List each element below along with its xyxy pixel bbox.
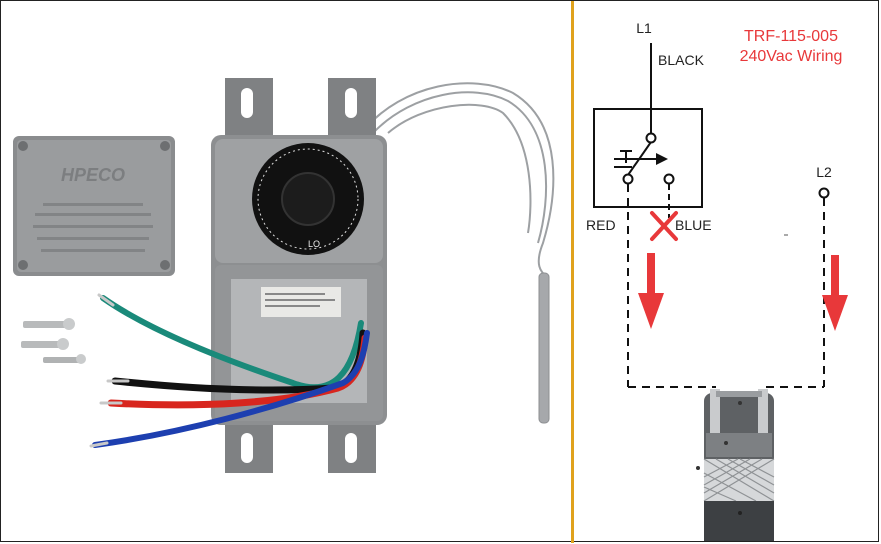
current-arrow-right-icon	[822, 255, 848, 331]
screws	[21, 318, 86, 364]
panel-divider	[571, 1, 574, 543]
diagram-title-line1: TRF-115-005	[744, 28, 838, 45]
switch-red-terminal	[622, 173, 634, 185]
blue-wire-cut-x-icon	[650, 211, 678, 241]
diagram-title-line2: 240Vac Wiring	[740, 48, 843, 65]
cover-plate: HPECO	[13, 136, 175, 276]
mounting-ears	[225, 78, 376, 473]
label-red: RED	[586, 217, 616, 233]
cover-brand-text: HPECO	[61, 165, 125, 185]
label-black: BLACK	[658, 52, 705, 68]
lead-wires	[89, 293, 370, 448]
label-l1: L1	[636, 20, 652, 36]
switch-top-terminal	[645, 132, 657, 144]
heat-cable-image	[696, 389, 775, 541]
switch-blue-terminal	[663, 173, 675, 185]
thermo-actuator-symbol	[614, 150, 668, 168]
temperature-dial: LO	[252, 143, 364, 255]
wiring-diagram: TRF-115-005 240Vac Wiring L1 BLACK RED	[576, 3, 878, 541]
switch-box	[593, 108, 703, 208]
label-l2: L2	[816, 164, 832, 180]
product-photo: HPECO	[3, 3, 569, 541]
capillary-tube	[362, 82, 555, 424]
current-arrow-left-icon	[638, 253, 664, 329]
label-blue: BLUE	[675, 217, 712, 233]
dial-lo-label: LO	[308, 239, 320, 249]
l2-terminal	[818, 187, 830, 199]
